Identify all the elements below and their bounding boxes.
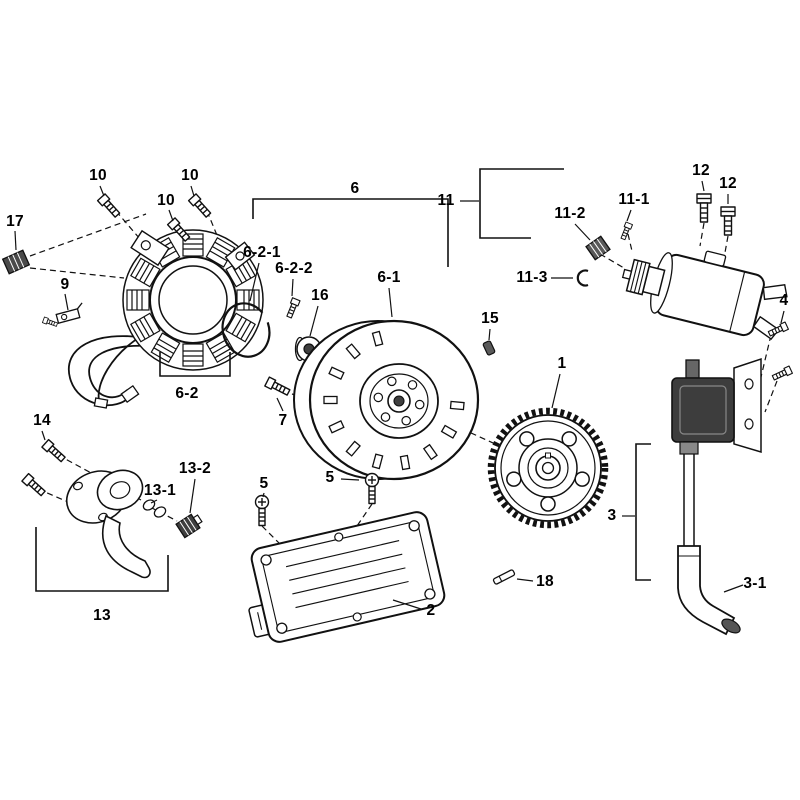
callout-12: 12: [719, 175, 737, 192]
starter-ring-gear: [487, 407, 609, 529]
screw-4: [771, 365, 793, 382]
bolt-11-1: [619, 221, 633, 241]
stator-mounting-boss: [224, 241, 256, 271]
callout-11: 11: [437, 192, 455, 209]
wire-connector: [93, 397, 109, 409]
callout-4: 4: [779, 292, 789, 309]
callout-10: 10: [181, 167, 199, 184]
callout-13-1: 13-1: [143, 482, 177, 499]
bolt-14: [41, 438, 68, 464]
callout-3: 3: [607, 507, 617, 524]
callout-10: 10: [89, 167, 107, 184]
bracket-6-2: [159, 352, 231, 377]
bracket-13: [35, 527, 169, 592]
callout-13: 13: [93, 607, 111, 624]
callout-14: 14: [33, 412, 51, 429]
callout-16: 16: [311, 287, 329, 304]
callout-11-1: 11-1: [618, 191, 650, 208]
callout-5: 5: [259, 475, 269, 492]
callout-15: 15: [481, 310, 499, 327]
callout-11-3: 11-3: [516, 269, 548, 286]
wire-clamp-9: [41, 302, 83, 328]
callout-12: 12: [692, 162, 710, 179]
pin-18: [492, 569, 516, 585]
callout-17: 17: [6, 213, 24, 230]
callout-6-2-2: 6-2-2: [275, 260, 313, 277]
bolt-12: [720, 206, 736, 236]
ignition-coil: [671, 357, 762, 636]
nut-11-2: [585, 235, 611, 261]
bolt-14: [21, 472, 48, 498]
pickup-coil-assembly: [65, 469, 151, 579]
callout-6-1: 6-1: [377, 269, 401, 286]
callout-7: 7: [278, 412, 288, 429]
callout-2: 2: [426, 602, 436, 619]
spark-plug-cap: [677, 545, 741, 636]
bracket-11: [479, 168, 564, 239]
screw-5: [254, 494, 270, 527]
magneto-cover: [248, 511, 446, 643]
bolt-12: [696, 193, 712, 223]
stator-wire-harness: [67, 335, 147, 407]
washer-13-1: [142, 499, 156, 511]
stator-wire-harness: [97, 334, 144, 401]
stator-mounting-boss: [130, 229, 170, 267]
part-15: [482, 340, 496, 356]
callout-1: 1: [557, 355, 567, 372]
callout-6-2-1: 6-2-1: [243, 244, 281, 261]
clip-11-3: [576, 269, 589, 287]
bolt-6-2-2: [284, 297, 301, 320]
plug-13-2: [175, 513, 203, 539]
washer-13-1: [153, 506, 167, 518]
starter-motor: [621, 250, 788, 341]
connector-17: [1, 249, 31, 275]
callout-5: 5: [325, 469, 335, 486]
flywheel-rotor: [293, 319, 480, 481]
stator-assembly: [67, 229, 264, 409]
callout-3-1: 3-1: [743, 575, 767, 592]
callout-9: 9: [60, 276, 70, 293]
group-brackets: [35, 168, 651, 592]
bracket-6: [252, 198, 449, 267]
wire-connector: [120, 384, 140, 404]
screw-5: [364, 472, 380, 505]
callout-13-2: 13-2: [178, 460, 212, 477]
callout-18: 18: [536, 573, 554, 590]
callout-10: 10: [157, 192, 175, 209]
bracket-3: [635, 443, 651, 581]
callout-6-2: 6-2: [175, 385, 199, 402]
stator-wire-harness: [88, 344, 151, 399]
callout-6: 6: [350, 180, 360, 197]
bolt-7: [264, 376, 292, 398]
callout-11-2: 11-2: [554, 205, 586, 222]
leader-lines: [14, 180, 785, 610]
